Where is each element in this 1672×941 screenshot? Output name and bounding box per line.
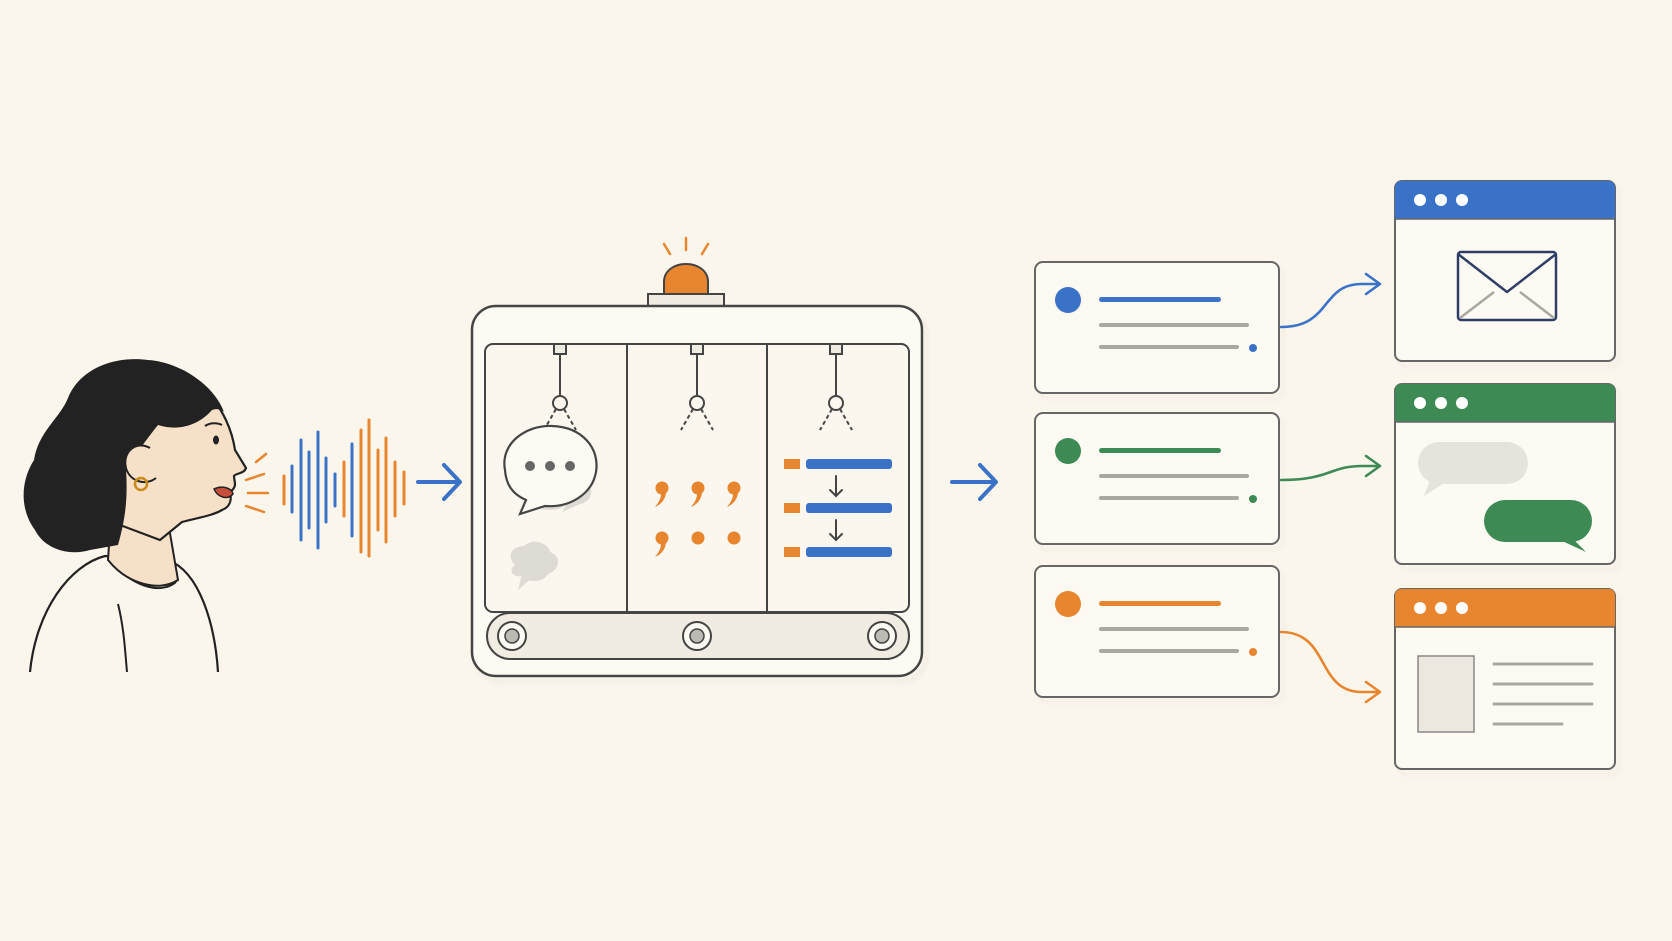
window-dot-icon	[1414, 397, 1426, 409]
window-dot-icon	[1414, 602, 1426, 614]
roller-icon	[497, 621, 527, 651]
window-dot-icon	[1456, 397, 1468, 409]
card-text-line	[1099, 627, 1249, 631]
card-dot-icon	[1055, 287, 1081, 313]
card-text-line	[1099, 323, 1249, 327]
hook-icon	[543, 343, 577, 431]
voice-spark-lines	[244, 452, 270, 514]
flow-arrow-to-machine	[416, 463, 462, 501]
ordered-steps-icon	[784, 459, 892, 557]
sound-wave	[282, 418, 406, 558]
person-eye	[213, 435, 219, 445]
window-dot-icon	[1435, 602, 1447, 614]
card-dot-icon	[1055, 591, 1081, 617]
processing-machine	[470, 236, 924, 678]
earring	[133, 476, 149, 492]
output-window-email	[1394, 180, 1616, 362]
card-text-line	[1099, 649, 1239, 653]
comma-mark	[655, 481, 669, 507]
connector-arrow	[1279, 630, 1382, 704]
alarm-light-icon	[647, 236, 725, 307]
comma-mark	[727, 481, 741, 507]
document-layout-icon	[1417, 655, 1594, 733]
card-text-line	[1099, 496, 1239, 500]
card-title-line	[1099, 448, 1221, 453]
hook-icon	[819, 343, 853, 431]
speaker-person	[23, 359, 270, 673]
card-text-line	[1099, 345, 1239, 349]
comma-mark	[655, 531, 669, 557]
roller-icon	[682, 621, 712, 651]
roller-icon	[867, 621, 897, 651]
hook-icon	[680, 343, 714, 431]
window-header	[1395, 384, 1615, 422]
speech-bubbles-icon	[503, 424, 598, 590]
result-card-blue	[1034, 261, 1280, 394]
step-row	[784, 503, 892, 513]
window-dot-icon	[1414, 194, 1426, 206]
period-mark	[691, 531, 705, 545]
conveyor-belt	[486, 612, 910, 660]
connector-arrows	[1279, 272, 1382, 704]
flow-arrow-to-cards	[950, 463, 998, 501]
period-mark	[727, 531, 741, 545]
down-arrow-icon	[829, 519, 843, 542]
window-dot-icon	[1435, 397, 1447, 409]
connector-arrow	[1279, 454, 1382, 482]
result-card-green	[1034, 412, 1280, 545]
result-card-orange	[1034, 565, 1280, 698]
window-header	[1395, 181, 1615, 219]
card-dot-icon	[1055, 438, 1081, 464]
card-text-line	[1099, 474, 1249, 478]
person-hair	[23, 359, 224, 553]
window-header	[1395, 589, 1615, 627]
card-title-line	[1099, 297, 1221, 302]
down-arrow-icon	[829, 475, 843, 498]
window-dot-icon	[1435, 194, 1447, 206]
window-dot-icon	[1456, 602, 1468, 614]
step-row	[784, 459, 892, 469]
punctuation-marks-icon	[655, 481, 741, 557]
chat-bubbles-icon	[1418, 442, 1592, 552]
machine-hooks	[543, 343, 853, 431]
card-title-line	[1099, 601, 1221, 606]
result-cards	[1034, 261, 1280, 698]
person-mouth	[213, 486, 234, 499]
comma-mark	[691, 481, 705, 507]
connector-arrow	[1279, 272, 1382, 329]
envelope-icon	[1456, 250, 1558, 322]
step-row	[784, 547, 892, 557]
window-dot-icon	[1456, 194, 1468, 206]
